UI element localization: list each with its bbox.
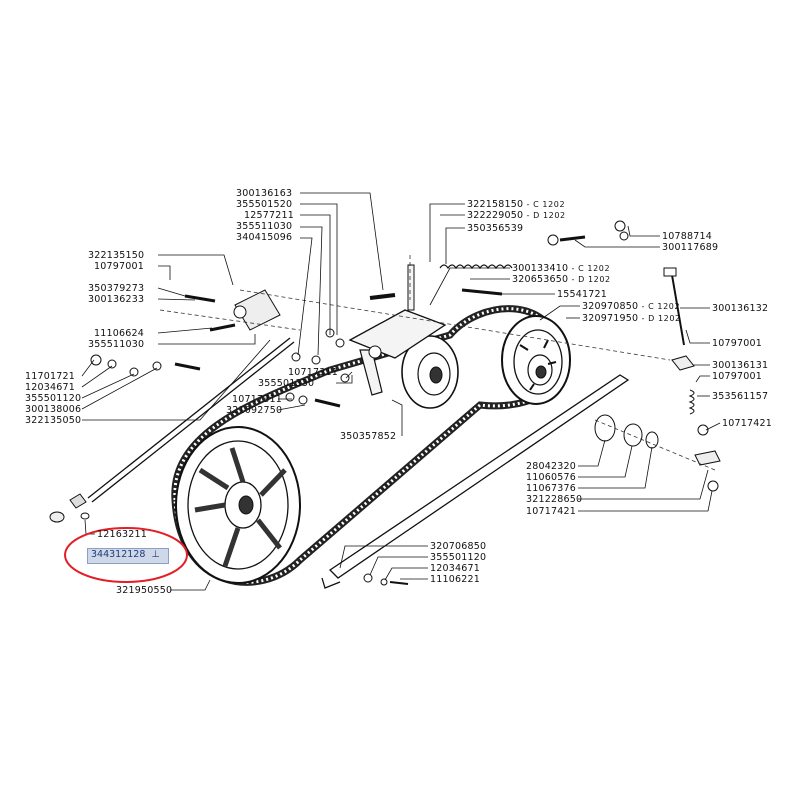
callout-label[interactable]: 340415096 bbox=[236, 232, 293, 243]
callout-label[interactable]: 12577211 bbox=[244, 210, 294, 221]
callout-label[interactable]: 10717421 bbox=[722, 418, 772, 429]
upper-pulley bbox=[401, 335, 459, 409]
tensioner-bracket bbox=[348, 264, 447, 396]
tension-spring bbox=[439, 264, 513, 270]
callout-label[interactable]: 321228650 bbox=[526, 494, 583, 505]
highlight-ellipse bbox=[64, 527, 188, 583]
callout-label[interactable]: 300133410 - C 1202 bbox=[512, 263, 611, 274]
callout-label[interactable]: 355501120 bbox=[25, 393, 82, 404]
callout-label[interactable]: 355501520 bbox=[236, 199, 293, 210]
long-tie-rod bbox=[49, 337, 295, 523]
callout-label[interactable]: 10797001 bbox=[712, 371, 762, 382]
large-pulley bbox=[175, 426, 301, 584]
adjuster-rod bbox=[663, 267, 721, 492]
callout-label[interactable]: 300136163 bbox=[236, 188, 293, 199]
callout-label[interactable]: 350379273 bbox=[88, 283, 145, 294]
callout-label[interactable]: 320970850 - C 1202 bbox=[582, 301, 681, 312]
callout-label[interactable]: 11106624 bbox=[94, 328, 144, 339]
callout-label[interactable]: 10717421 bbox=[526, 506, 576, 517]
callout-label[interactable]: 15541721 bbox=[557, 289, 607, 300]
callout-label[interactable]: 355501330 bbox=[258, 378, 315, 389]
callout-label[interactable]: 320653650 - D 1202 bbox=[512, 274, 611, 285]
callout-label[interactable]: 321950550 bbox=[116, 585, 173, 596]
callout-label[interactable]: 10717311 bbox=[232, 394, 282, 405]
callout-label[interactable]: 320971950 - D 1202 bbox=[582, 313, 681, 324]
highlighted-part-box bbox=[87, 548, 169, 564]
callout-label[interactable]: 28042320 bbox=[526, 461, 576, 472]
clutch-pulley bbox=[501, 315, 571, 405]
callout-label[interactable]: 300136131 bbox=[712, 360, 769, 371]
callout-label[interactable]: 322135050 bbox=[25, 415, 82, 426]
callout-label[interactable]: 12034671 bbox=[25, 382, 75, 393]
callout-label[interactable]: 11701721 bbox=[25, 371, 75, 382]
callout-label[interactable]: 300136132 bbox=[712, 303, 769, 314]
callout-label[interactable]: 322135150 bbox=[88, 250, 145, 261]
callout-label[interactable]: 12163211 bbox=[97, 529, 147, 540]
callout-label[interactable]: 10797001 bbox=[712, 338, 762, 349]
callout-label[interactable]: 10788714 bbox=[662, 231, 712, 242]
callout-label[interactable]: 300136233 bbox=[88, 294, 145, 305]
callout-label[interactable]: 300117689 bbox=[662, 242, 719, 253]
callout-label[interactable]: 11106221 bbox=[430, 574, 480, 585]
callout-label[interactable]: 350356539 bbox=[467, 223, 524, 234]
callout-label[interactable]: 320706850 bbox=[430, 541, 487, 552]
callout-label[interactable]: 300138006 bbox=[25, 404, 82, 415]
small-fasteners bbox=[90, 220, 709, 586]
callout-label[interactable]: 322229050 - D 1202 bbox=[467, 210, 566, 221]
callout-label[interactable]: 321092750 bbox=[226, 405, 283, 416]
callout-label[interactable]: 10717311 bbox=[288, 367, 338, 378]
callout-label[interactable]: 12034671 bbox=[430, 563, 480, 574]
callout-label[interactable]: 322158150 - C 1202 bbox=[467, 199, 566, 210]
highlighted-part-text: 344312128 bbox=[91, 549, 146, 560]
assembly-guide-lines bbox=[159, 255, 716, 471]
callout-label[interactable]: 350357852 bbox=[340, 431, 397, 442]
belt-guide-strip bbox=[321, 374, 630, 589]
callout-label[interactable]: 10797001 bbox=[94, 261, 144, 272]
callout-leaders bbox=[81, 192, 721, 591]
callout-label[interactable]: 355511030 bbox=[88, 339, 145, 350]
callout-label[interactable]: 353561157 bbox=[712, 391, 769, 402]
callout-label[interactable]: 355511030 bbox=[236, 221, 293, 232]
callout-label[interactable]: 11067376 bbox=[526, 483, 576, 494]
callout-label[interactable]: 355501120 bbox=[430, 552, 487, 563]
highlighted-part-number[interactable]: 344312128 ⊥ bbox=[91, 549, 160, 560]
callout-label[interactable]: 11060576 bbox=[526, 472, 576, 483]
